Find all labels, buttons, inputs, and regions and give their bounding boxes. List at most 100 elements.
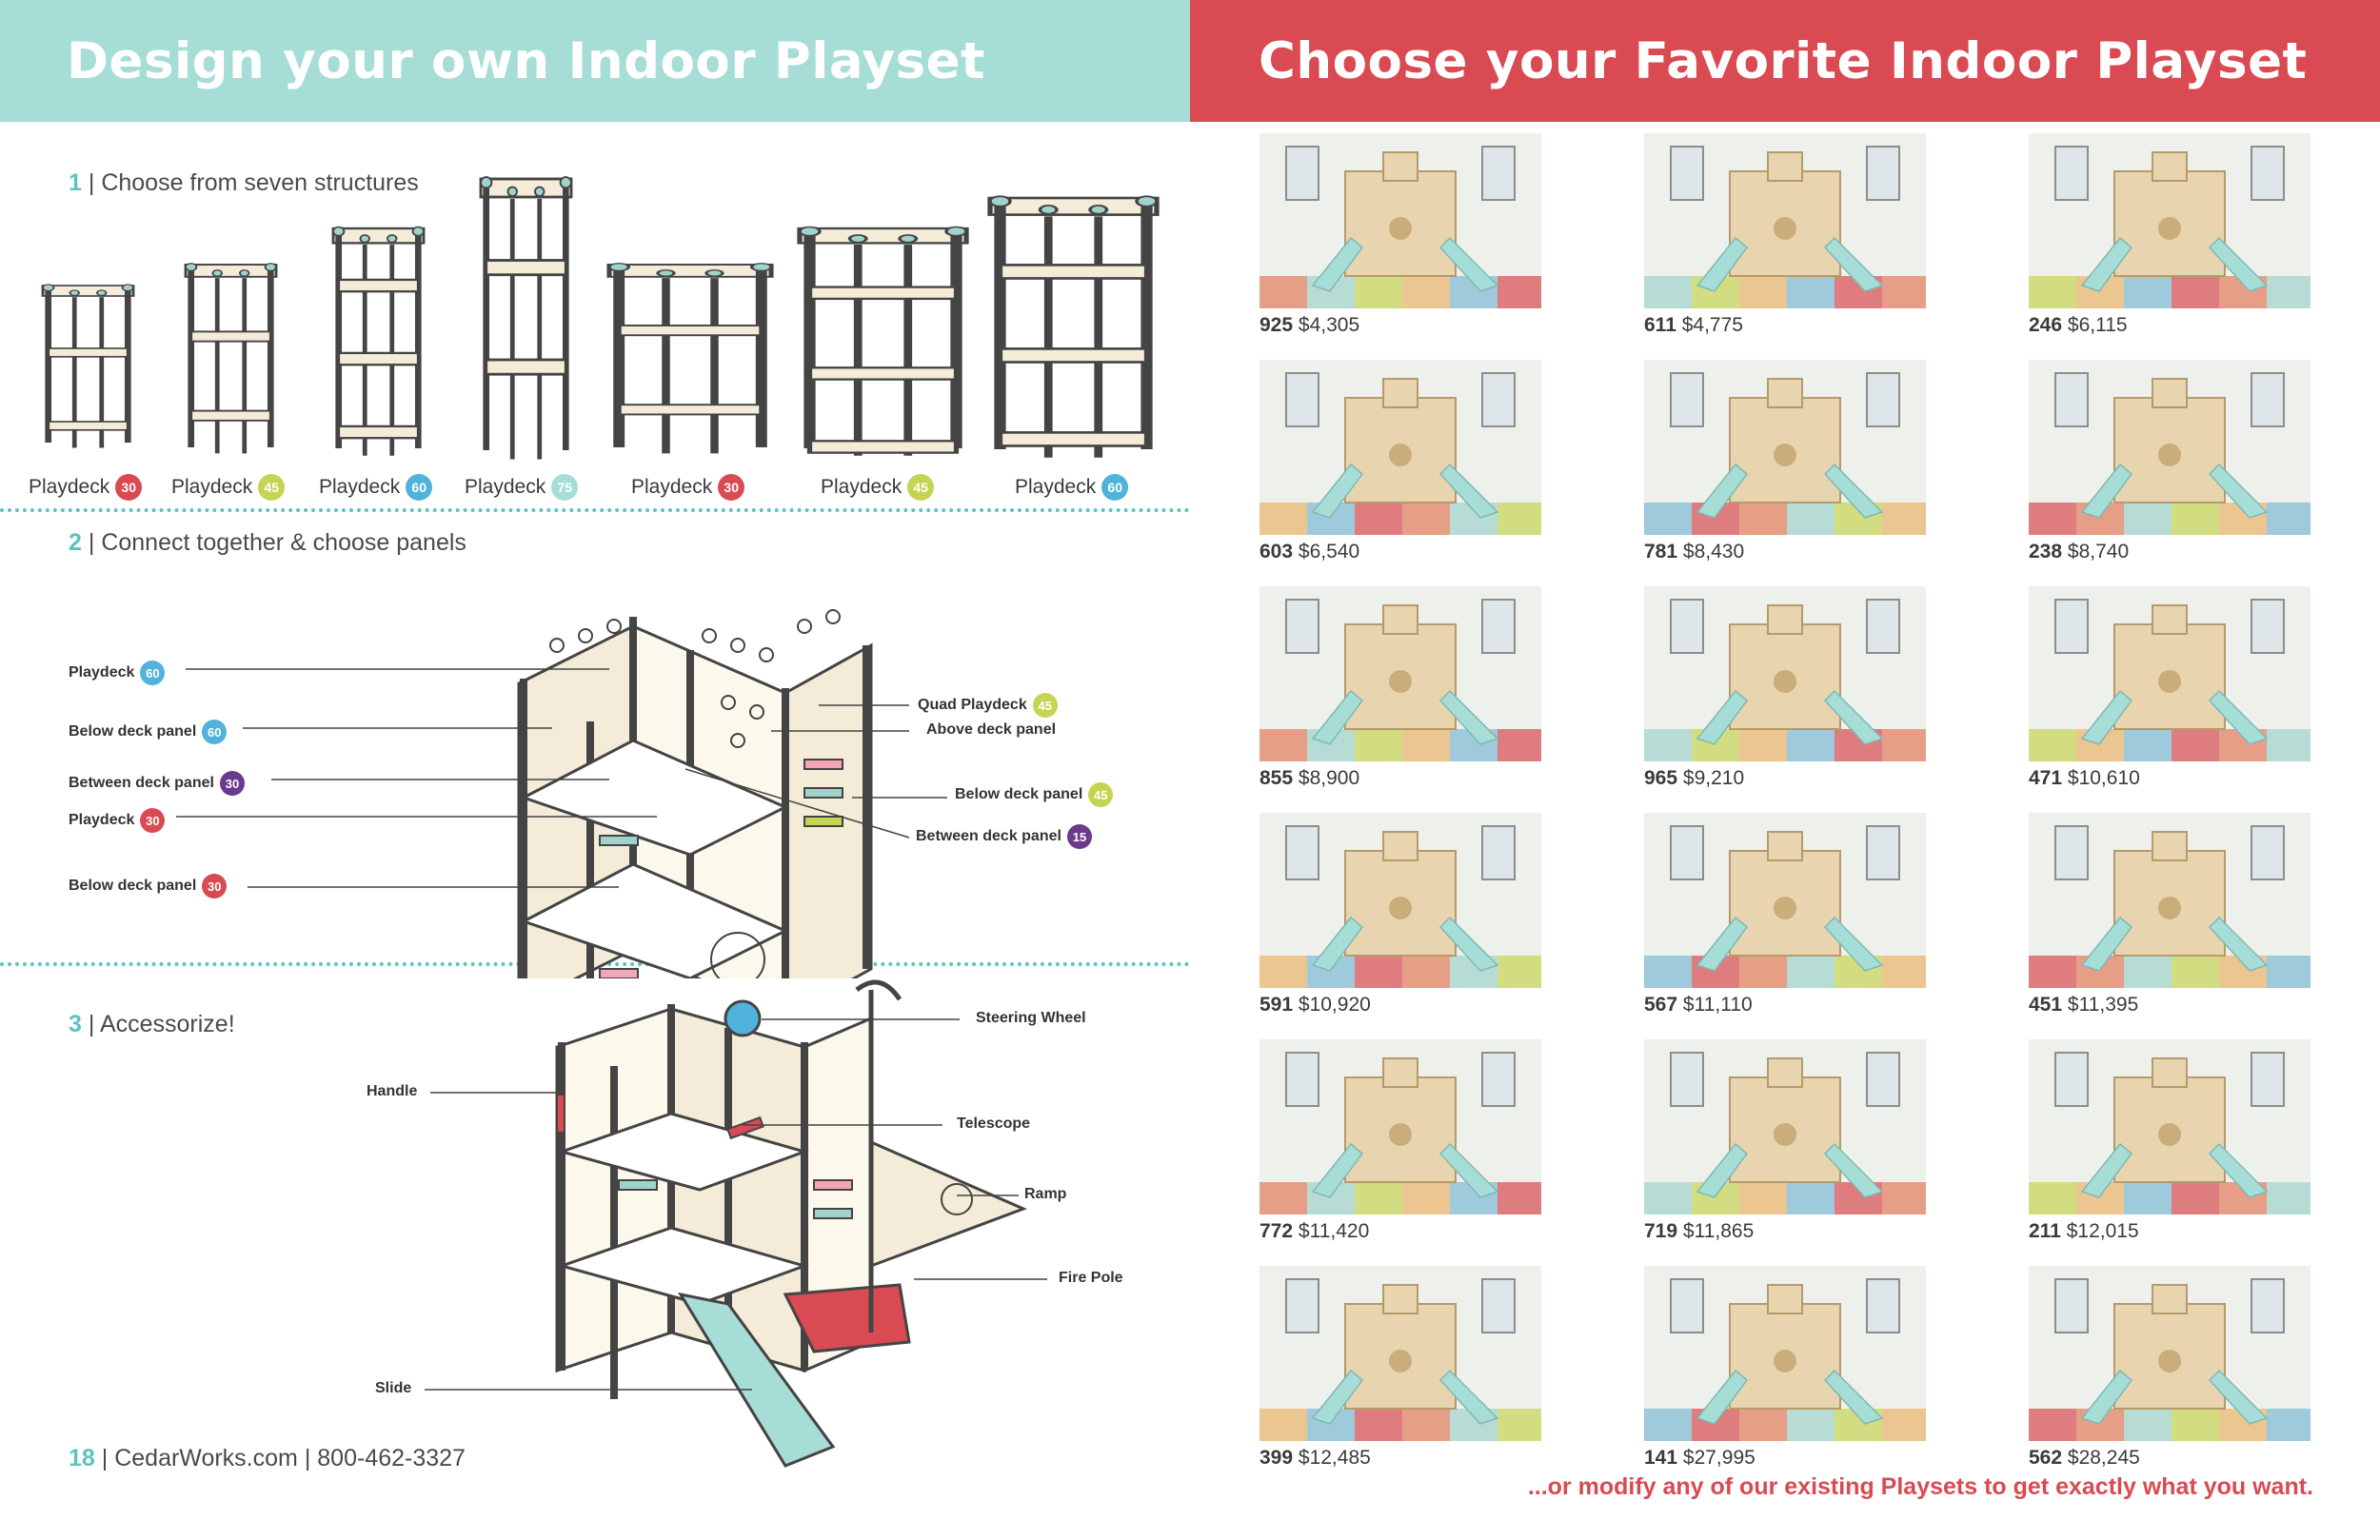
structure-label-2: Playdeck 45 [171, 474, 286, 501]
playset-card[interactable]: 246 $6,115 [2029, 133, 2311, 337]
playset-card[interactable]: 925 $4,305 [1259, 133, 1541, 337]
playset-card[interactable]: 772 $11,420 [1259, 1039, 1541, 1243]
playset-id: 211 [2029, 1220, 2061, 1242]
playset-caption: 772 $11,420 [1259, 1220, 1541, 1243]
playset-card[interactable]: 399 $12,485 [1259, 1266, 1541, 1470]
step-1-heading: 1 | Choose from seven structures [69, 169, 419, 197]
step-text: Choose from seven structures [101, 169, 419, 196]
structure-3 [333, 227, 424, 455]
playset-photo[interactable] [1644, 133, 1926, 308]
structure-6 [800, 227, 966, 455]
playset-caption: 855 $8,900 [1259, 767, 1541, 790]
structures-illustration [0, 122, 1190, 503]
playset-price: $10,920 [1298, 994, 1371, 1016]
structure-label-3: Playdeck 60 [319, 474, 433, 501]
step-number: 2 [69, 529, 82, 556]
playset-id: 855 [1259, 767, 1294, 789]
phone-number: 800-462-3327 [317, 1445, 466, 1471]
connected-structure-illustration [176, 609, 947, 978]
playset-photo[interactable] [2029, 586, 2311, 761]
playset-photo[interactable] [1259, 360, 1541, 535]
right-header: Choose your Favorite Indoor Playset [1190, 0, 2380, 122]
playset-card[interactable]: 611 $4,775 [1644, 133, 1926, 337]
playset-caption: 471 $10,610 [2029, 767, 2311, 790]
playset-card[interactable]: 238 $8,740 [2029, 360, 2311, 563]
playset-id: 451 [2029, 994, 2063, 1016]
playset-price: $6,115 [2067, 314, 2128, 336]
playset-price: $28,245 [2067, 1447, 2140, 1469]
playset-photo[interactable] [1259, 1266, 1541, 1441]
playset-caption: 238 $8,740 [2029, 541, 2311, 563]
playset-card[interactable]: 855 $8,900 [1259, 586, 1541, 790]
playset-card[interactable]: 451 $11,395 [2029, 813, 2311, 1017]
callout-above-deck: Above deck panel [926, 721, 1057, 738]
playset-card[interactable]: 965 $9,210 [1644, 586, 1926, 790]
playset-photo[interactable] [2029, 1266, 2311, 1441]
playset-card[interactable]: 603 $6,540 [1259, 360, 1541, 563]
playset-caption: 399 $12,485 [1259, 1447, 1541, 1470]
step-number: 1 [69, 169, 82, 196]
playset-photo[interactable] [1259, 813, 1541, 988]
structure-1 [43, 285, 133, 448]
playset-price: $11,420 [1298, 1220, 1370, 1242]
playset-caption: 567 $11,110 [1644, 994, 1926, 1017]
playset-id: 246 [2029, 314, 2063, 336]
callout-fire-pole: Fire Pole [1059, 1270, 1123, 1286]
playset-card[interactable]: 141 $27,995 [1644, 1266, 1926, 1470]
website-link[interactable]: CedarWorks.com [114, 1445, 298, 1471]
playset-photo[interactable] [1644, 1266, 1926, 1441]
playset-caption: 603 $6,540 [1259, 541, 1541, 563]
playset-caption: 211 $12,015 [2029, 1220, 2311, 1243]
playset-caption: 965 $9,210 [1644, 767, 1926, 790]
playset-card[interactable]: 567 $11,110 [1644, 813, 1926, 1017]
playset-card[interactable]: 719 $11,865 [1644, 1039, 1926, 1243]
callout-handle: Handle [367, 1083, 418, 1099]
playset-id: 238 [2029, 541, 2063, 563]
page-footer: 18 | CedarWorks.com | 800-462-3327 [69, 1445, 466, 1471]
playset-photo[interactable] [1259, 1039, 1541, 1214]
playset-price: $4,775 [1681, 314, 1743, 336]
playset-price: $12,015 [2066, 1220, 2139, 1242]
playset-photo[interactable] [1644, 360, 1926, 535]
step-separator: | [88, 1011, 95, 1037]
playset-caption: 591 $10,920 [1259, 994, 1541, 1017]
playset-card[interactable]: 781 $8,430 [1644, 360, 1926, 563]
playset-price: $9,210 [1682, 767, 1745, 789]
playset-price: $8,900 [1298, 767, 1360, 789]
playset-card[interactable]: 562 $28,245 [2029, 1266, 2311, 1470]
playset-photo[interactable] [2029, 813, 2311, 988]
playset-caption: 451 $11,395 [2029, 994, 2311, 1017]
playset-price: $11,865 [1682, 1220, 1755, 1242]
playset-price: $8,430 [1682, 541, 1745, 563]
playset-id: 141 [1644, 1447, 1678, 1469]
callout-playdeck-30: Playdeck 30 [69, 808, 166, 833]
playset-photo[interactable] [1644, 586, 1926, 761]
playset-price: $6,540 [1298, 541, 1360, 563]
page-number: 18 [69, 1445, 95, 1471]
playset-price: $11,110 [1682, 994, 1753, 1016]
playset-id: 562 [2029, 1447, 2063, 1469]
callout-steering-wheel: Steering Wheel [976, 1010, 1086, 1026]
callout-ramp: Ramp [1024, 1186, 1067, 1202]
playset-caption: 141 $27,995 [1644, 1447, 1926, 1470]
playset-photo[interactable] [1644, 813, 1926, 988]
playset-photo[interactable] [2029, 133, 2311, 308]
callout-between-deck-15: Between deck panel 15 [916, 824, 1092, 849]
playset-photo[interactable] [2029, 360, 2311, 535]
playset-photo[interactable] [1644, 1039, 1926, 1214]
playset-card[interactable]: 211 $12,015 [2029, 1039, 2311, 1243]
structure-label-6: Playdeck 45 [821, 474, 935, 501]
playset-photo[interactable] [1259, 133, 1541, 308]
playset-id: 603 [1259, 541, 1294, 563]
callout-telescope: Telescope [957, 1116, 1031, 1132]
playset-photo[interactable] [1259, 586, 1541, 761]
step-number: 3 [69, 1011, 82, 1037]
structure-4 [481, 177, 571, 459]
playset-card[interactable]: 591 $10,920 [1259, 813, 1541, 1017]
playset-card[interactable]: 471 $10,610 [2029, 586, 2311, 790]
step-2-heading: 2 | Connect together & choose panels [69, 529, 466, 557]
structure-7 [990, 196, 1157, 458]
playset-photo[interactable] [2029, 1039, 2311, 1214]
structure-label-4: Playdeck 75 [465, 474, 579, 501]
step-separator: | [88, 169, 95, 196]
